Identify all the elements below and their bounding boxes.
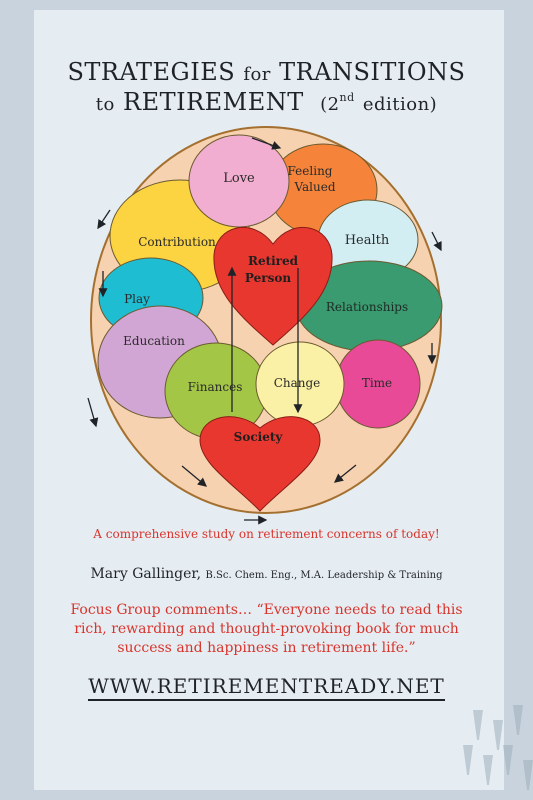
label-play: Play [124,292,150,306]
label-feeling-valued-line2: Valued [293,180,335,194]
focus-group-quote: Focus Group comments… “Everyone needs to… [70,602,463,656]
author-credentials: B.Sc. Chem. Eng., M.A. Leadership & Trai… [205,570,443,581]
book-title-line2: to RETIREMENT (2nd edition) [95,88,438,116]
cycle-arrow [87,397,99,428]
label-finances: Finances [188,380,243,394]
cycle-arrow [251,137,282,150]
label-relationships: Relationships [326,300,408,314]
tagline: A comprehensive study on retirement conc… [93,527,440,541]
author-name: Mary Gallinger, [90,566,202,582]
watermark-pattern [463,705,533,790]
website-url: WWW.RETIREMENTREADY.NET [0,674,533,701]
label-education: Education [123,334,185,348]
author-line: Mary Gallinger, B.Sc. Chem. Eng., M.A. L… [0,566,533,582]
label-contribution: Contribution [138,235,216,249]
cycle-arrow [97,209,111,230]
cycle-arrow [181,465,207,487]
label-change: Change [274,376,321,390]
label-retired: Retired [248,254,299,268]
retirement-diagram: Love Feeling Valued Contribution Health … [87,126,443,525]
cycle-arrow [431,231,442,252]
label-health: Health [345,233,390,248]
book-title-line1: STRATEGIES for TRANSITIONS [67,58,466,86]
label-time: Time [362,376,392,390]
heart-society [199,416,321,512]
cycle-arrow [333,464,357,483]
label-person: Person [245,271,291,285]
label-love: Love [223,171,255,186]
heart-retired-person [213,227,333,346]
label-feeling-valued-line1: Feeling [288,164,333,178]
circle-love [188,134,290,228]
label-society: Society [234,430,284,444]
